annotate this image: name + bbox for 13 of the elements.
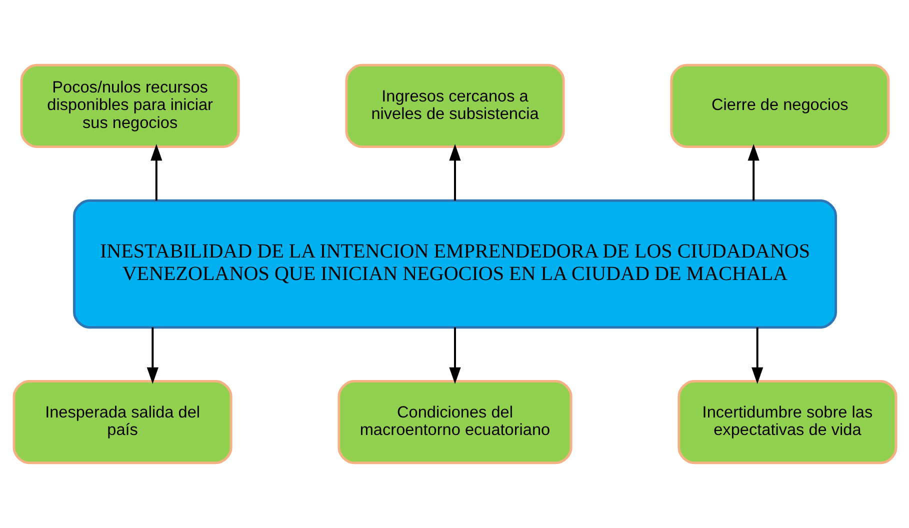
arrow [448,144,460,201]
node-box: Ingresos cercanos a niveles de subsistencia [344,64,564,148]
node-box: INESTABILIDAD DE LA INTENCION EMPRENDEDORA DE LOS CIUDADANOS VENEZOLANOS QUE INICIAN NEGOCIOS EN LA CIUDAD DE MACHALA [72,199,837,329]
arrow [146,327,158,384]
arrow [747,144,759,201]
node-box: Inesperada salida del país [12,380,232,464]
node-box: Pocos/nulos recursos disponibles para iniciar sus negocios [20,64,240,148]
arrow [751,327,763,384]
node-box: Cierre de negocios [670,64,890,148]
arrow [150,144,162,201]
node-box: Condiciones del macroentorno ecuatoriano [337,380,572,464]
node-box: Incertidumbre sobre las expectativas de vida [677,380,897,464]
arrow [448,327,460,384]
